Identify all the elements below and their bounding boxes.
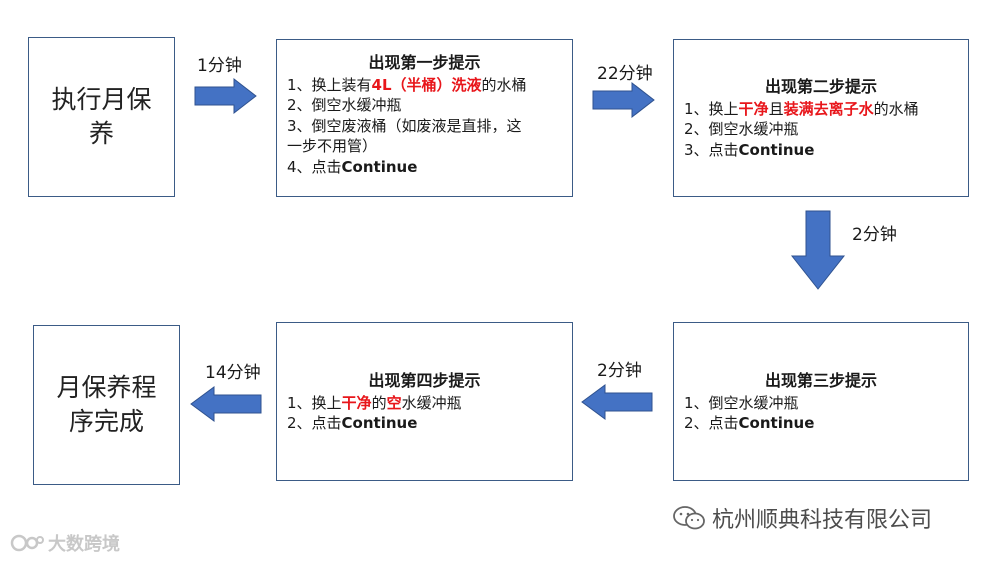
- watermark-logo-icon: [10, 534, 44, 552]
- step3-box: 出现第三步提示 1、倒空水缓冲瓶 2、点击Continue: [673, 322, 969, 481]
- step4-title: 出现第四步提示: [368, 371, 481, 390]
- arrow-right-2: [592, 81, 655, 119]
- continue-label: Continue: [738, 414, 815, 432]
- watermark-right-text: 杭州顺典科技有限公司: [712, 508, 933, 533]
- step3-line2: 2、点击Continue: [684, 414, 815, 432]
- arrow-1-duration: 1分钟: [197, 56, 242, 76]
- end-box-line2: 序完成: [68, 407, 144, 436]
- arrow-4-duration: 2分钟: [597, 361, 642, 381]
- continue-label: Continue: [341, 157, 418, 176]
- arrow-left-1: [581, 384, 653, 420]
- watermark-left-text: 大数跨境: [48, 534, 120, 555]
- step1-title: 出现第一步提示: [368, 53, 481, 72]
- step1-line3-cont: 一步不用管）: [287, 137, 378, 155]
- wechat-icon: [673, 506, 705, 530]
- step1-line4: 4、点击Continue: [287, 157, 418, 176]
- step2-line1: 1、换上干净且装满去离子水的水桶: [684, 99, 919, 118]
- start-box: 执行月保 养: [28, 37, 175, 197]
- step3-title: 出现第三步提示: [764, 371, 877, 390]
- end-box-line1: 月保养程: [56, 373, 157, 402]
- step4-line1: 1、换上干净的空水缓冲瓶: [287, 393, 462, 412]
- arrow-5-duration: 14分钟: [205, 363, 261, 383]
- end-box: 月保养程 序完成: [33, 325, 180, 485]
- step1-box: 出现第一步提示 1、换上装有4L（半桶）洗液的水桶 2、倒空水缓冲瓶 3、倒空废…: [276, 39, 573, 197]
- watermark-right: 杭州顺典科技有限公司: [672, 502, 932, 534]
- step4-line2: 2、点击Continue: [287, 414, 418, 432]
- step1-line2: 2、倒空水缓冲瓶: [287, 96, 402, 114]
- continue-label: Continue: [738, 140, 815, 159]
- start-box-line1: 执行月保: [51, 85, 152, 114]
- step2-title: 出现第二步提示: [764, 77, 877, 96]
- step1-highlight: 4L（半桶）洗液: [371, 75, 482, 94]
- arrow-2-duration: 22分钟: [597, 64, 653, 84]
- arrow-down: [790, 210, 846, 290]
- continue-label: Continue: [341, 414, 418, 432]
- step2-box: 出现第二步提示 1、换上干净且装满去离子水的水桶 2、倒空水缓冲瓶 3、点击Co…: [673, 39, 969, 197]
- watermark-left: 大数跨境: [10, 530, 120, 556]
- step2-line3: 3、点击Continue: [684, 140, 815, 159]
- step1-line3: 3、倒空废液桶（如废液是直排，这: [287, 116, 522, 135]
- start-box-line2: 养: [88, 119, 114, 148]
- arrow-left-2: [190, 386, 262, 422]
- step2-line2: 2、倒空水缓冲瓶: [684, 120, 799, 138]
- arrow-right-1: [194, 77, 257, 115]
- step1-line1: 1、换上装有4L（半桶）洗液的水桶: [287, 75, 527, 94]
- step4-box: 出现第四步提示 1、换上干净的空水缓冲瓶 2、点击Continue: [276, 322, 573, 481]
- step3-line1: 1、倒空水缓冲瓶: [684, 393, 799, 412]
- arrow-3-duration: 2分钟: [852, 225, 897, 245]
